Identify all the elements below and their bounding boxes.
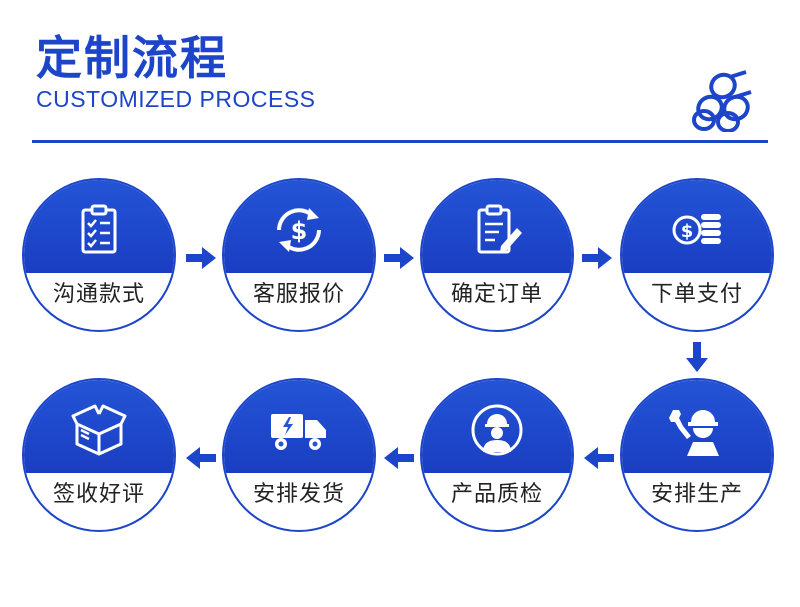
- arrow-right-icon: [186, 247, 216, 269]
- step-place-order-pay: $ 下单支付: [620, 178, 774, 332]
- open-box-icon: [71, 404, 127, 456]
- coins-stack-icon: $: [672, 214, 721, 245]
- page-subtitle: CUSTOMIZED PROCESS: [36, 86, 316, 112]
- arrow-down-icon: [686, 342, 708, 372]
- step-label: 产品质检: [450, 482, 543, 507]
- arrow-left-icon: [384, 447, 414, 469]
- arrow-right-icon: [582, 247, 612, 269]
- step-label: 确定订单: [450, 282, 543, 307]
- step-label: 安排发货: [252, 482, 345, 507]
- clipboard-pen-icon: [477, 204, 522, 254]
- arrow-left-icon: [186, 447, 216, 469]
- step-arrange-shipment: 安排发货: [222, 378, 376, 532]
- step-communicate-style: 沟通款式: [22, 178, 176, 332]
- step-label: 下单支付: [650, 282, 743, 307]
- step-label: 沟通款式: [52, 282, 145, 307]
- inspector-avatar-icon: [471, 404, 523, 456]
- step-sign-review: 签收好评: [22, 378, 176, 532]
- pipes-logo-icon: [692, 70, 752, 132]
- clipboard-checklist-icon: [81, 204, 117, 254]
- step-service-quote: $ 客服报价: [222, 178, 376, 332]
- step-quality-inspection: 产品质检: [420, 378, 574, 532]
- arrow-right-icon: [384, 247, 414, 269]
- step-label: 安排生产: [650, 482, 743, 507]
- step-label: 客服报价: [252, 282, 345, 307]
- page-title: 定制流程: [36, 31, 228, 85]
- svg-text:$: $: [681, 221, 694, 242]
- arrow-left-icon: [584, 447, 614, 469]
- dollar-exchange-icon: $: [277, 208, 321, 252]
- header-divider: [32, 140, 768, 143]
- worker-wrench-icon: [669, 410, 719, 456]
- step-arrange-production: 安排生产: [620, 378, 774, 532]
- delivery-truck-icon: [271, 414, 326, 450]
- svg-text:$: $: [291, 217, 308, 245]
- step-label: 签收好评: [52, 482, 145, 507]
- step-confirm-order: 确定订单: [420, 178, 574, 332]
